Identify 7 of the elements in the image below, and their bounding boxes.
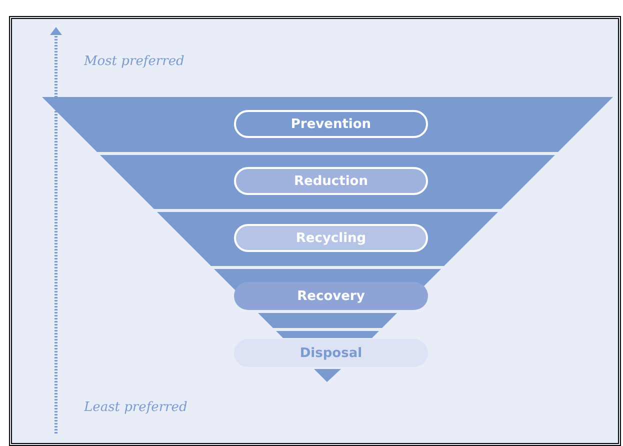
axis-label: Least preferred <box>84 400 188 415</box>
axis-label: Most preferred <box>84 54 184 69</box>
level-label: Reduction <box>234 167 428 195</box>
level-label: Disposal <box>234 339 428 367</box>
level-label: Prevention <box>234 110 428 138</box>
level-label: Recovery <box>234 282 428 310</box>
level-label: Recycling <box>234 224 428 252</box>
